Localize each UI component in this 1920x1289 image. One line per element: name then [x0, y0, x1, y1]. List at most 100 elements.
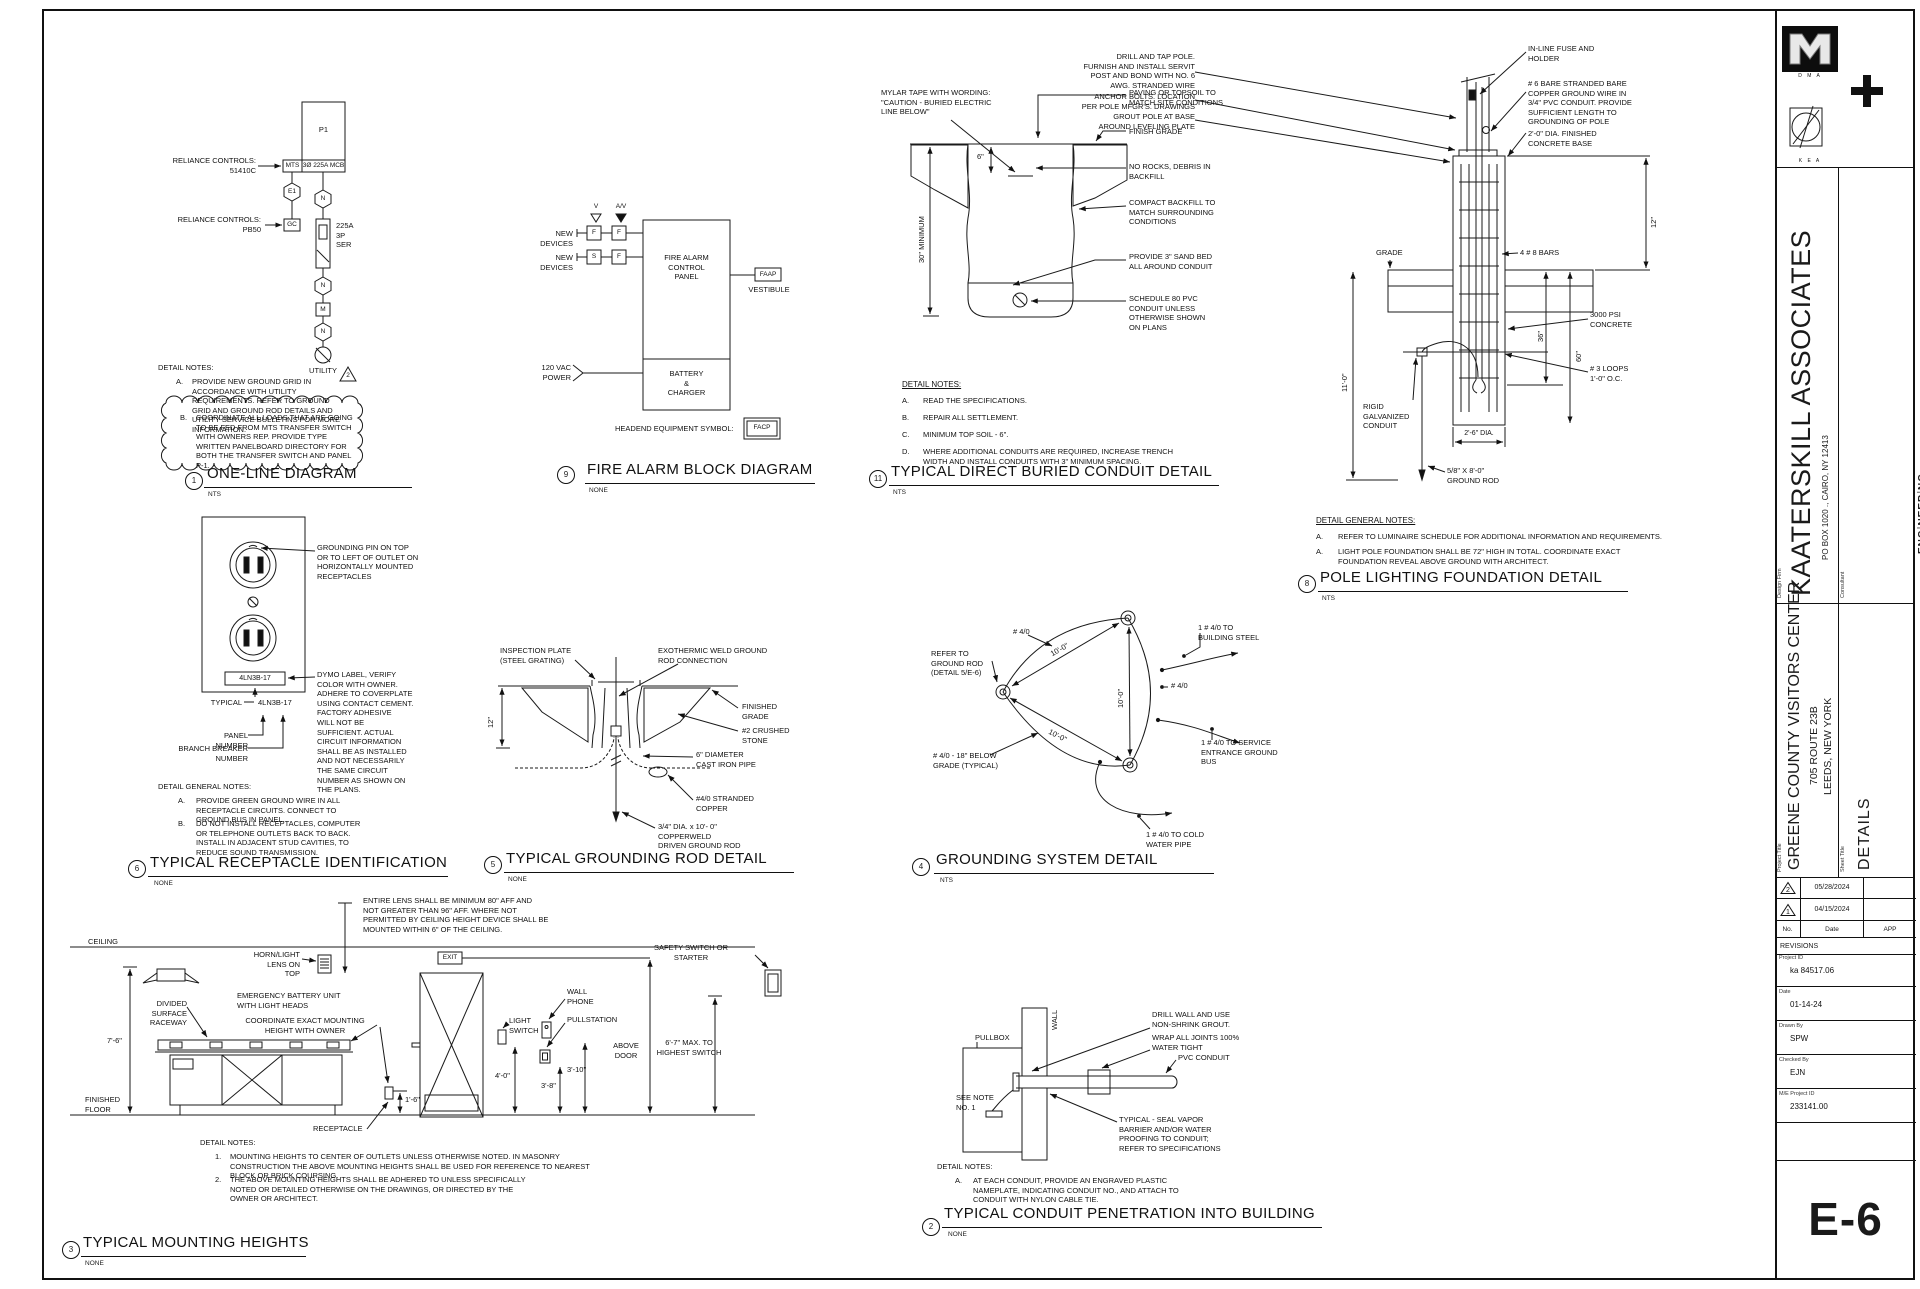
- revision-triangle-icon: 2: [1779, 881, 1796, 894]
- stamp-icon: [1789, 105, 1823, 149]
- title-underline: [889, 485, 1219, 486]
- field-divider: [1775, 1160, 1916, 1161]
- title-underline: [81, 1256, 306, 1257]
- col-app: APP: [1883, 925, 1897, 933]
- label-coordinate-height: COORDINATE EXACT MOUNTING HEIGHT WITH OW…: [245, 1016, 365, 1035]
- detail-grounding-system: # 4/0 REFER TO GROUND ROD (DETAIL 5/E-6)…: [900, 585, 1310, 905]
- label-pullstation: PULLSTATION: [567, 1015, 618, 1024]
- note-2-text: THE ABOVE MOUNTING HEIGHTS SHALL BE ADHE…: [230, 1175, 526, 1204]
- label-grout-pole: GROUT POLE AT BASE AROUND LEVELING PLATE: [1098, 112, 1195, 131]
- dim-12in: 12": [1649, 216, 1658, 228]
- revision-date: 04/15/2024: [1801, 899, 1864, 920]
- grounding-system-linework: [989, 610, 1241, 830]
- note-c-text: MINIMUM TOP SOIL - 6".: [923, 430, 1009, 439]
- label-3-loops: # 3 LOOPS 1'-0" O.C.: [1590, 364, 1629, 383]
- project-address-2: LEEDS, NEW YORK: [1822, 697, 1834, 795]
- detail-title: POLE LIGHTING FOUNDATION DETAIL: [1320, 569, 1603, 586]
- label-to-cold-water: 1 # 4/0 TO COLD WATER PIPE: [1146, 830, 1205, 849]
- revision-delta-number: 2: [346, 372, 350, 379]
- revision-row: 1 04/15/2024: [1775, 899, 1916, 921]
- label-anchor-bolts: ANCHOR BOLTS. LOCATION PER POLE MFGR'S. …: [1081, 92, 1195, 111]
- detail-direct-buried-conduit: MYLAR TAPE WITH WORDING: "CAUTION - BURI…: [855, 58, 1265, 508]
- title-underline: [204, 487, 412, 488]
- label-drill-tap-pole: DRILL AND TAP POLE. FURNISH AND INSTALL …: [1083, 52, 1195, 90]
- n-symbol-label: N: [320, 282, 326, 289]
- label-to-building-steel: 1 # 4/0 TO BUILDING STEEL: [1198, 623, 1260, 642]
- label-light-switch: LIGHT SWITCH: [509, 1016, 539, 1035]
- design-firm-address: PO BOX 1020 ., CAIRO, NY 12413: [1821, 435, 1830, 560]
- dim-6in: 6": [977, 152, 984, 161]
- detail-title: FIRE ALARM BLOCK DIAGRAM: [587, 461, 813, 478]
- col-date: Date: [1801, 921, 1864, 937]
- label-to-service-entrance: 1 # 4/0 TO SERVICE ENTRANCE GROUND BUS: [1201, 738, 1278, 767]
- label-rigid-conduit: RIGID GALVANIZED CONDUIT: [1363, 402, 1410, 431]
- dymo-tag-value: 4LN3B-17: [239, 675, 271, 682]
- detail-number-bubble: 3: [62, 1241, 80, 1259]
- dim-60in: 60": [1574, 350, 1583, 362]
- dma-letters: D M A: [1798, 73, 1822, 79]
- label-inline-fuse: IN-LINE FUSE AND HOLDER: [1528, 44, 1595, 63]
- label-cast-iron-pipe: 6" DIAMETER CAST IRON PIPE: [696, 750, 756, 769]
- label-4-8-bars: 4 # 8 BARS: [1520, 248, 1560, 257]
- note-a-letter: A.: [902, 396, 910, 405]
- dim-2ft6-dia: 2'-6" DIA.: [1464, 430, 1494, 437]
- label-below-grade: # 4/0 - 18" BELOW GRADE (TYPICAL): [933, 751, 999, 770]
- mcb-label: 3Ø 225A MCB: [302, 162, 345, 169]
- revision-row: 2 05/28/2024: [1775, 877, 1916, 899]
- note-d-text: WHERE ADDITIONAL CONDUITS ARE REQUIRED, …: [923, 447, 1174, 466]
- detail-receptacle-identification: GROUNDING PIN ON TOP OR TO LEFT OF OUTLE…: [120, 505, 490, 905]
- detail-number-bubble: 9: [557, 466, 575, 484]
- titleblock-column-divider: [1838, 167, 1839, 877]
- dim-6ft7-max: 6'-7" MAX. TO HIGHEST SWITCH: [656, 1038, 722, 1057]
- field-checked-by-value: EJN: [1790, 1068, 1806, 1077]
- note-c-letter: C.: [902, 430, 910, 439]
- revision-number: 2: [1786, 887, 1790, 894]
- note-1-text: MOUNTING HEIGHTS TO CENTER OF OUTLETS UN…: [230, 1152, 590, 1181]
- label-typical: TYPICAL: [210, 698, 242, 707]
- device-f: F: [617, 229, 621, 236]
- label-schedule-80-pvc: SCHEDULE 80 PVC CONDUIT UNLESS OTHERWISE…: [1129, 294, 1206, 332]
- label-mylar-tape: MYLAR TAPE WITH WORDING: "CAUTION - BURI…: [881, 88, 992, 117]
- revision-cloud: [160, 395, 364, 471]
- sheet-title: DETAILS: [1856, 797, 1873, 871]
- registration-plus-icon: [1851, 75, 1883, 107]
- dim-3ft10: 3'-10": [567, 1065, 587, 1074]
- title-underline: [1318, 591, 1628, 592]
- detail-number-bubble: 8: [1298, 575, 1316, 593]
- label-drill-wall: DRILL WALL AND USE NON-SHRINK GROUT.: [1152, 1010, 1230, 1029]
- project-name: GREENE COUNTY VISITORS CENTER: [1786, 581, 1803, 870]
- detail-number-bubble: 11: [869, 470, 887, 488]
- e1-symbol-label: E1: [288, 188, 296, 195]
- detail-number-bubble: 4: [912, 858, 930, 876]
- label-pullbox: PULLBOX: [975, 1033, 1010, 1042]
- title-underline: [504, 872, 794, 873]
- label-receptacle: RECEPTACLE: [313, 1124, 363, 1133]
- field-project-id-label: Project ID: [1779, 955, 1804, 961]
- label-vestibule: VESTIBULE: [748, 285, 790, 294]
- receptacle-linework: [201, 516, 316, 749]
- sheet-title-label: Sheet Title: [1840, 846, 1846, 872]
- detail-number-bubble: 6: [128, 860, 146, 878]
- revision-triangle-icon: 1: [1779, 903, 1796, 916]
- detail-notes-header: DETAIL NOTES:: [937, 1162, 993, 1171]
- label-panel-number: PANEL NUMBER: [215, 731, 248, 750]
- dma-logo: [1782, 26, 1838, 72]
- sheet-border: [42, 9, 1915, 1280]
- note-lens-height: ENTIRE LENS SHALL BE MINIMUM 80" AFF AND…: [363, 896, 549, 934]
- label-headend-symbol: HEADEND EQUIPMENT SYMBOL:: [615, 424, 734, 433]
- field-date-value: 01-14-24: [1790, 1000, 1823, 1009]
- label-above-door: ABOVE DOOR: [613, 1041, 639, 1060]
- mounting-heights-linework: [70, 902, 782, 1130]
- label-wall-phone: WALL PHONE: [567, 987, 594, 1006]
- note-a-letter: A.: [176, 377, 184, 386]
- facp-symbol-label: FACP: [753, 424, 771, 431]
- facp-panel-label: FIRE ALARM CONTROL PANEL: [664, 253, 709, 282]
- note-b-letter: B.: [178, 819, 186, 828]
- revision-app-cell: [1864, 899, 1916, 920]
- revision-date: 05/28/2024: [1801, 877, 1864, 898]
- label-finished-grade: FINISHED GRADE: [742, 702, 778, 721]
- field-me-project-id-label: M/E Project ID: [1779, 1091, 1815, 1097]
- detail-general-notes-header: DETAIL GENERAL NOTES:: [158, 782, 252, 791]
- label-stranded-copper: #4/0 STRANDED COPPER: [696, 794, 754, 813]
- detail-scale: NONE: [589, 487, 608, 494]
